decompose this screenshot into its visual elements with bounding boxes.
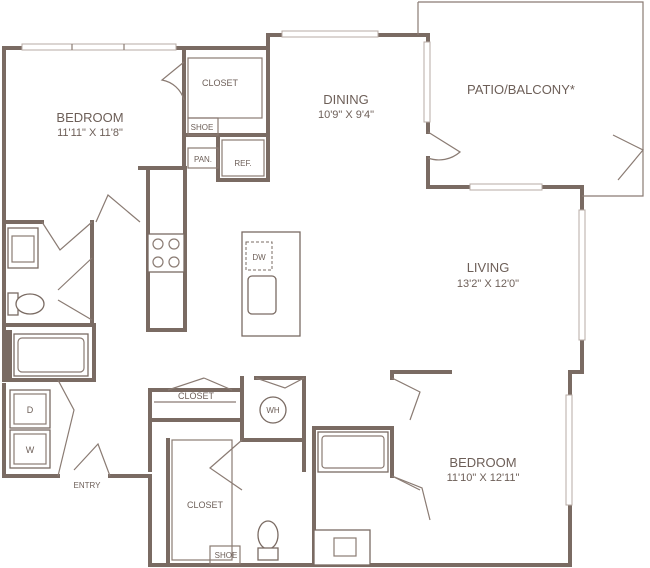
fixtures [4,57,389,566]
dryer-label: D [27,405,34,415]
entry-label: ENTRY [74,481,102,490]
bedroom1-name: BEDROOM [56,110,123,125]
closet-top-label: CLOSET [202,78,239,88]
patio-name: PATIO/BALCONY* [467,82,575,97]
dw-label: DW [252,253,266,262]
shoe-bottom-label: SHOE [215,551,238,560]
living-dims: 13'2" X 12'0" [457,278,519,290]
room-labels: BEDROOM 11'11" X 11'8" DINING 10'9" X 9'… [56,82,575,484]
closet-bottom-label: CLOSET [187,500,224,510]
bedroom1-dims: 11'11" X 11'8" [57,127,123,139]
windows [21,30,586,506]
dining-dims: 10'9" X 9'4" [318,109,374,121]
dining-name: DINING [323,92,369,107]
doors [41,61,644,521]
ref-label: REF. [234,159,251,168]
living-name: LIVING [467,260,510,275]
fixture-labels: CLOSET SHOE PAN. REF. DW CLOSET WH D W E… [26,78,280,560]
wh-label: WH [266,406,280,415]
pantry-label: PAN. [194,155,212,164]
bedroom2-name: BEDROOM [449,455,516,470]
closet-hall-label: CLOSET [178,391,215,401]
bedroom2-dims: 11'10" X 12'11" [447,472,520,484]
washer-label: W [26,445,35,455]
shoe-top-label: SHOE [191,123,214,132]
